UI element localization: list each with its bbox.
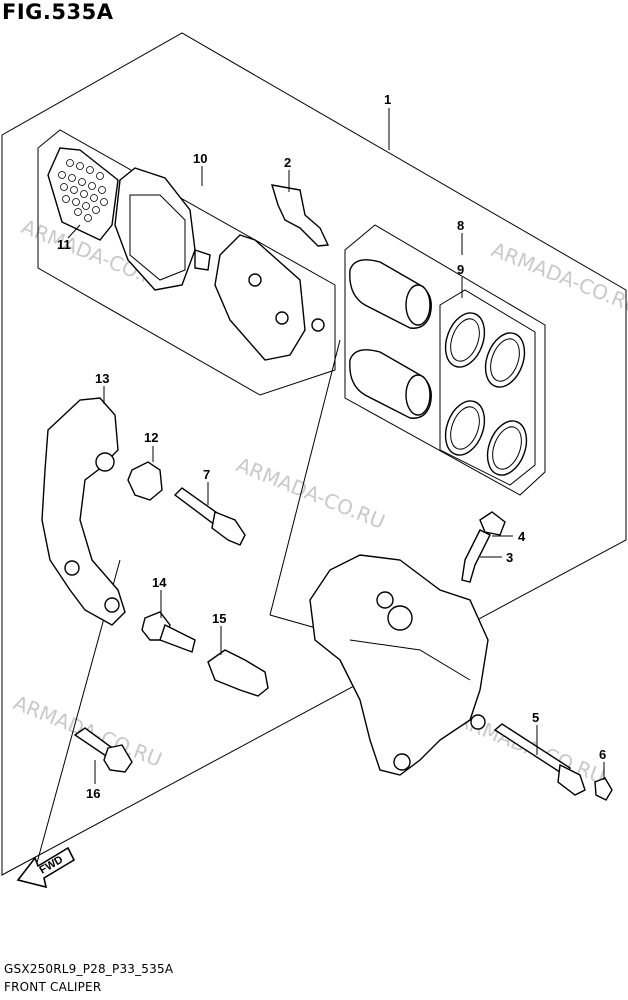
caliper-bracket (41, 397, 126, 626)
callout-16: 16 (86, 786, 100, 801)
watermark-text: ARMADA-CO.RU (488, 237, 628, 318)
slide-pin-boot-15 (207, 649, 269, 697)
callout-3: 3 (506, 550, 513, 565)
bleeder-cap (479, 511, 506, 536)
callout-1: 1 (384, 92, 391, 107)
seal-kit-outline (344, 224, 546, 496)
pad-shim (47, 147, 119, 241)
slide-pin-boot (127, 461, 163, 501)
callout-11: 11 (57, 237, 71, 252)
figure-title: FIG.535A (2, 0, 114, 24)
callout-4: 4 (518, 529, 526, 544)
pad-spring-clip (271, 184, 330, 247)
model-code: GSX250RL9_P28_P33_535A (4, 962, 174, 976)
callout-12: 12 (144, 430, 158, 445)
pad-set-outline (37, 129, 336, 396)
bleeder-valve (461, 529, 491, 583)
mounting-bolt (73, 727, 133, 773)
pad-backing-plate (214, 234, 325, 361)
fwd-direction-arrow: FWD (16, 846, 76, 889)
callout-10: 10 (193, 151, 207, 166)
callout-15: 15 (212, 611, 226, 626)
section-name: FRONT CALIPER (4, 980, 102, 994)
pin-plug-6 (594, 777, 613, 801)
assembly-outline (1, 32, 627, 876)
watermark-text: ARMADA-CO.RU (233, 452, 388, 533)
kit-leader-line (269, 339, 341, 616)
callout-labels: 1 2 3 4 5 6 7 8 9 10 11 12 13 14 15 16 (57, 92, 606, 801)
caliper-body (309, 554, 489, 776)
piston-seals (444, 312, 528, 476)
callout-13: 13 (95, 371, 109, 386)
brake-pad (114, 167, 211, 291)
callout-leaders (67, 108, 605, 784)
callout-9: 9 (457, 262, 464, 277)
callout-14: 14 (152, 575, 167, 590)
piston-upper (349, 259, 432, 329)
callout-7: 7 (203, 467, 210, 482)
slide-pin-14 (141, 611, 196, 653)
piston-lower (349, 349, 432, 419)
callout-2: 2 (284, 155, 291, 170)
caliper-pin-5 (493, 723, 586, 796)
seal-inner-outline (439, 289, 536, 486)
callout-5: 5 (532, 710, 539, 725)
callout-6: 6 (599, 747, 606, 762)
slide-pin-7 (173, 487, 246, 546)
watermarks: ARMADA-CO.RU ARMADA-CO.RU ARMADA-CO.RU A… (10, 214, 628, 788)
callout-8: 8 (457, 218, 464, 233)
